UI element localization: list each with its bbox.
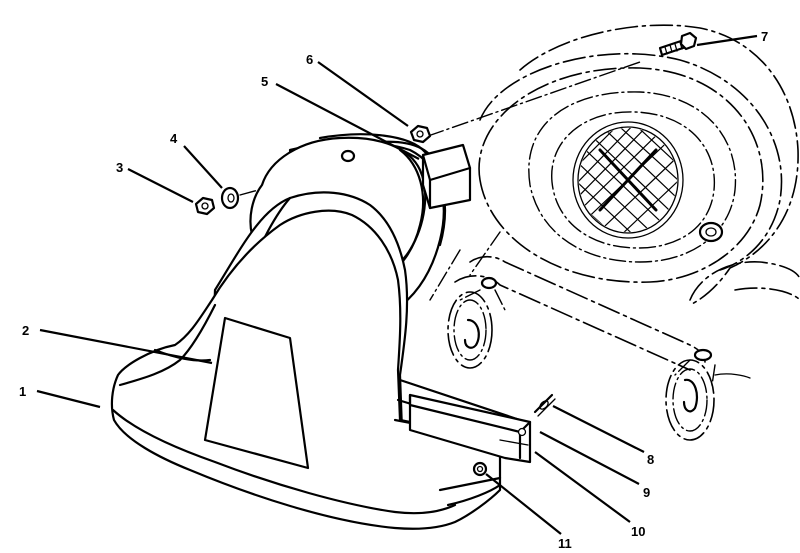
callout-numbers: 1 2 3 4 5 6 7 8 9 10 11 [19, 29, 768, 551]
callout-4: 4 [170, 131, 178, 146]
leader-8 [552, 405, 645, 453]
leader-9 [539, 431, 640, 485]
spacer-bracket [499, 439, 529, 446]
bracket-plate-5 [421, 143, 472, 210]
leader-3 [127, 168, 194, 203]
locknut-3 [194, 196, 216, 216]
callout-6: 6 [306, 52, 313, 67]
callout-1: 1 [19, 384, 26, 399]
callout-5: 5 [261, 74, 268, 89]
leader-4 [183, 145, 223, 189]
left-caster-wheel [447, 276, 506, 369]
locknut-6 [409, 124, 432, 144]
callout-3: 3 [116, 160, 123, 175]
leader-lines [36, 34, 758, 535]
callout-2: 2 [22, 323, 29, 338]
intake-screen [572, 121, 684, 239]
callout-11: 11 [558, 536, 572, 551]
leader-5 [275, 83, 420, 160]
leader-11 [485, 473, 562, 535]
right-caster-wheel [665, 348, 751, 441]
hairpin-cotter-pin [533, 393, 556, 417]
flat-washer-4 [220, 186, 240, 210]
callout-9: 9 [643, 485, 650, 500]
leader-2 [39, 328, 213, 365]
decal-panel [203, 316, 310, 470]
leader-6 [317, 61, 409, 127]
screw-11 [472, 461, 488, 477]
callout-10: 10 [631, 524, 645, 539]
leader-7 [696, 34, 758, 47]
nozzle-housing [110, 133, 522, 530]
callout-7: 7 [761, 29, 768, 44]
leader-10 [534, 451, 631, 523]
skid-bar [408, 393, 532, 464]
bolt-7 [658, 31, 698, 57]
leader-1 [36, 389, 101, 409]
callout-8: 8 [647, 452, 654, 467]
